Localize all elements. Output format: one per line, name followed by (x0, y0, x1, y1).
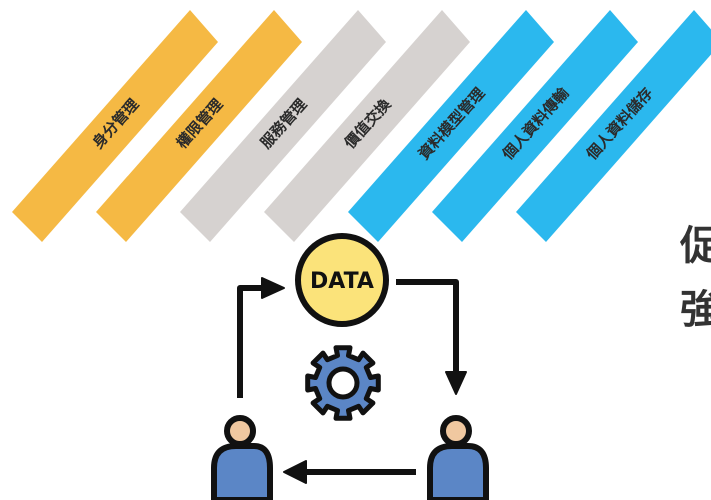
person-left-icon (211, 415, 273, 500)
data-label: DATA (310, 269, 374, 294)
band-shape (264, 10, 470, 242)
band-shape (180, 10, 386, 242)
arrowhead-left-icon (283, 460, 307, 484)
side-title-line1: 促 (680, 223, 711, 269)
arrowhead-down-icon (445, 371, 467, 395)
data-circle: DATA (295, 233, 389, 327)
band-shape (96, 10, 302, 242)
band-shape (516, 10, 711, 242)
arrow-person-to-data (237, 285, 262, 398)
band-shape (12, 10, 218, 242)
band-shape (348, 10, 554, 242)
gear-hole (326, 366, 360, 400)
gear-icon (305, 345, 381, 421)
side-title-line2: 強 (680, 287, 711, 333)
person-right-icon (427, 415, 489, 500)
arrowhead-right-icon (261, 277, 285, 299)
band-shape (432, 10, 638, 242)
category-bands: 身分管理權限管理服務管理價值交換資料模型管理個人資料傳輸個人資料儲存 (12, 10, 711, 242)
flow-arrows (237, 277, 467, 484)
arrow-data-to-person (396, 279, 459, 372)
